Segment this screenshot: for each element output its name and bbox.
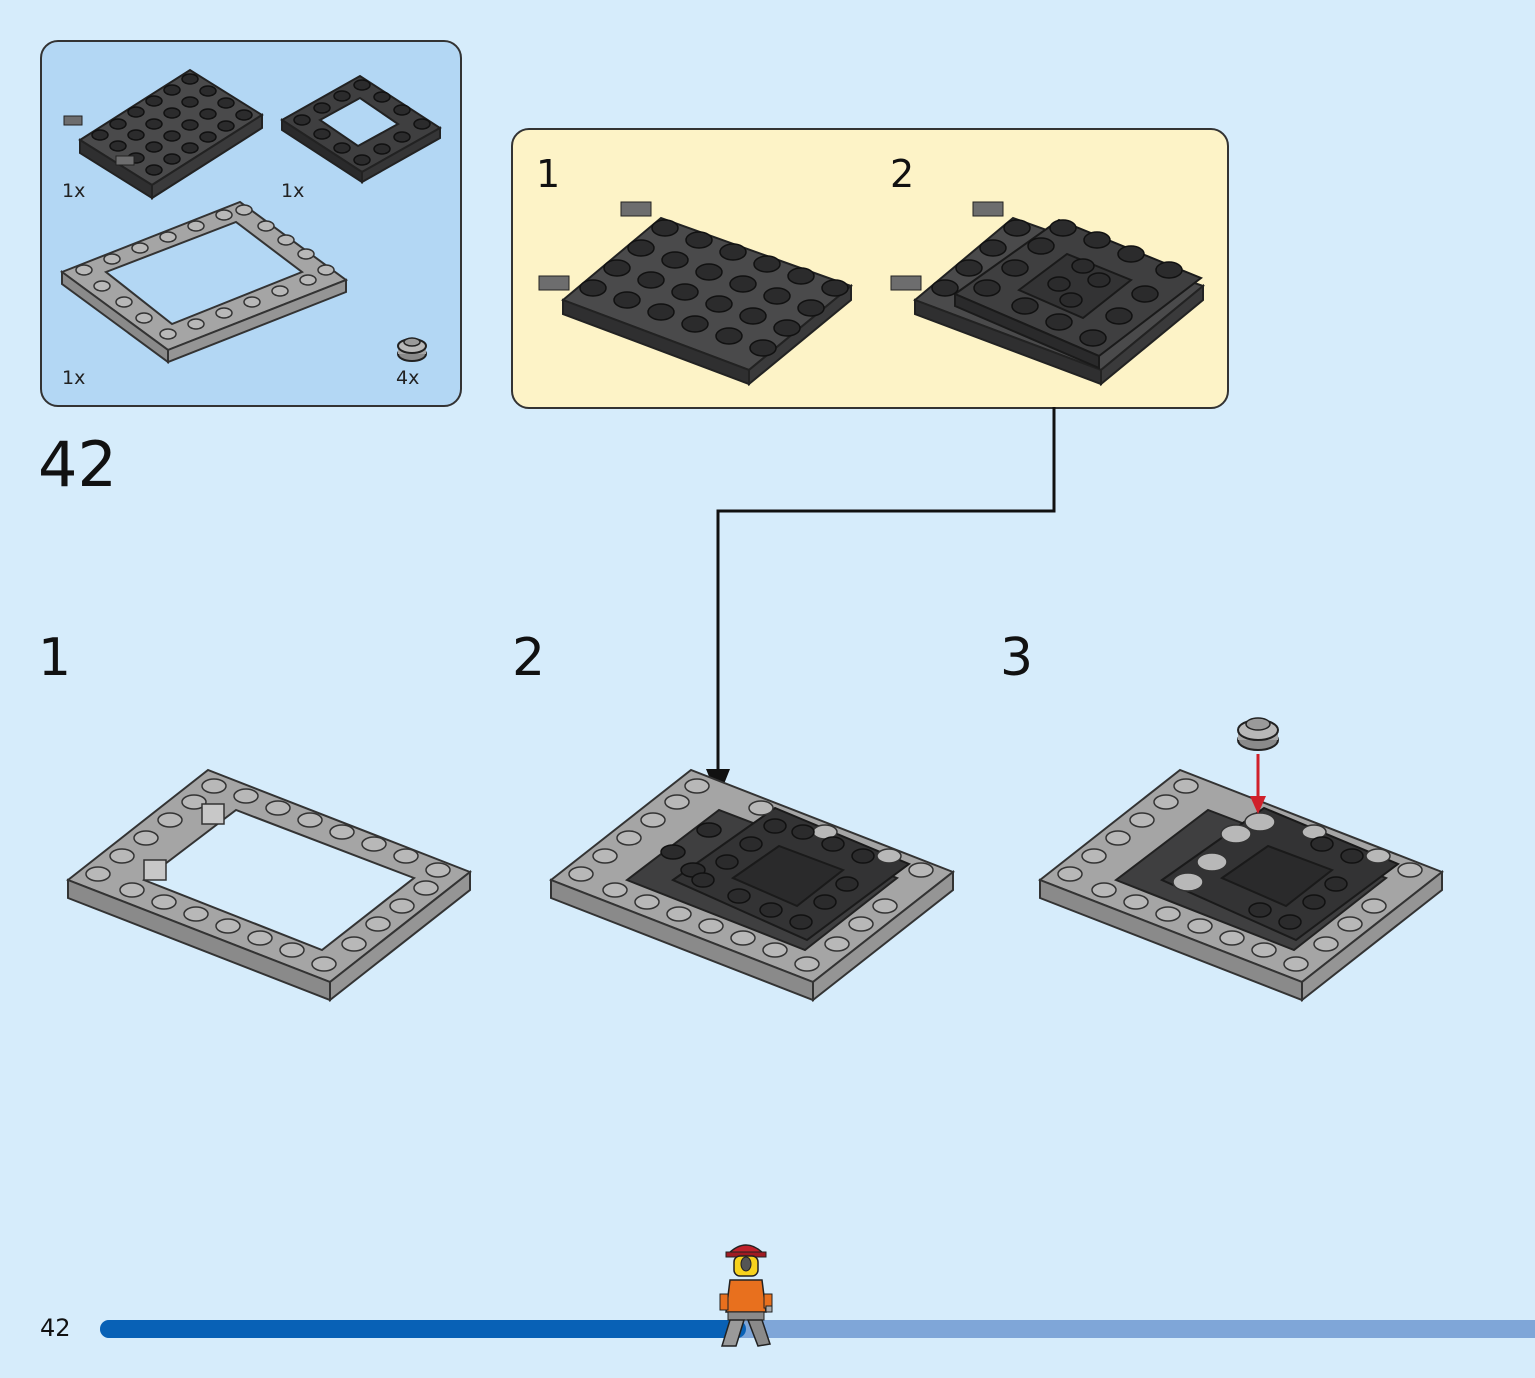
step-number: 42 <box>38 428 117 501</box>
subassembly-step-2: 2 <box>890 152 915 196</box>
substep-1-frame-illustration <box>66 768 472 1003</box>
substep-3-assembly-illustration <box>1038 717 1444 1003</box>
subassembly-1-plate-icon <box>538 201 853 387</box>
substep-2-assembly-illustration <box>549 768 955 1003</box>
round-plate-placement-icon <box>1237 717 1279 751</box>
part-qty-plate-4x6: 1x <box>62 180 86 202</box>
red-arrow-icon <box>1250 754 1266 814</box>
round-plate-1x1-icon <box>397 337 427 362</box>
substep-number-1: 1 <box>38 628 72 688</box>
plate-6x8-frame-with-clips-icon <box>59 200 349 364</box>
progress-fill <box>100 1320 746 1338</box>
placed-round-plates <box>1172 812 1276 892</box>
subassembly-step-1: 1 <box>536 152 561 196</box>
part-qty-round-plate: 4x <box>396 367 420 389</box>
plate-4x6-with-clips-icon <box>63 68 264 200</box>
substep-number-3: 3 <box>1000 628 1034 688</box>
subassembly-2-plate-icon <box>890 201 1205 387</box>
part-qty-frame-6x8: 1x <box>62 367 86 389</box>
subassembly-illustrations <box>538 201 1205 387</box>
parts-list-illustrations <box>59 68 442 364</box>
plate-4x4-open-center-icon <box>280 74 442 184</box>
minifigure-progress-icon <box>719 1244 773 1347</box>
substep-number-2: 2 <box>512 628 546 688</box>
part-qty-plate-4x4: 1x <box>281 180 305 202</box>
subassembly-connector-arrow <box>706 407 1056 799</box>
page-number: 42 <box>40 1314 71 1342</box>
